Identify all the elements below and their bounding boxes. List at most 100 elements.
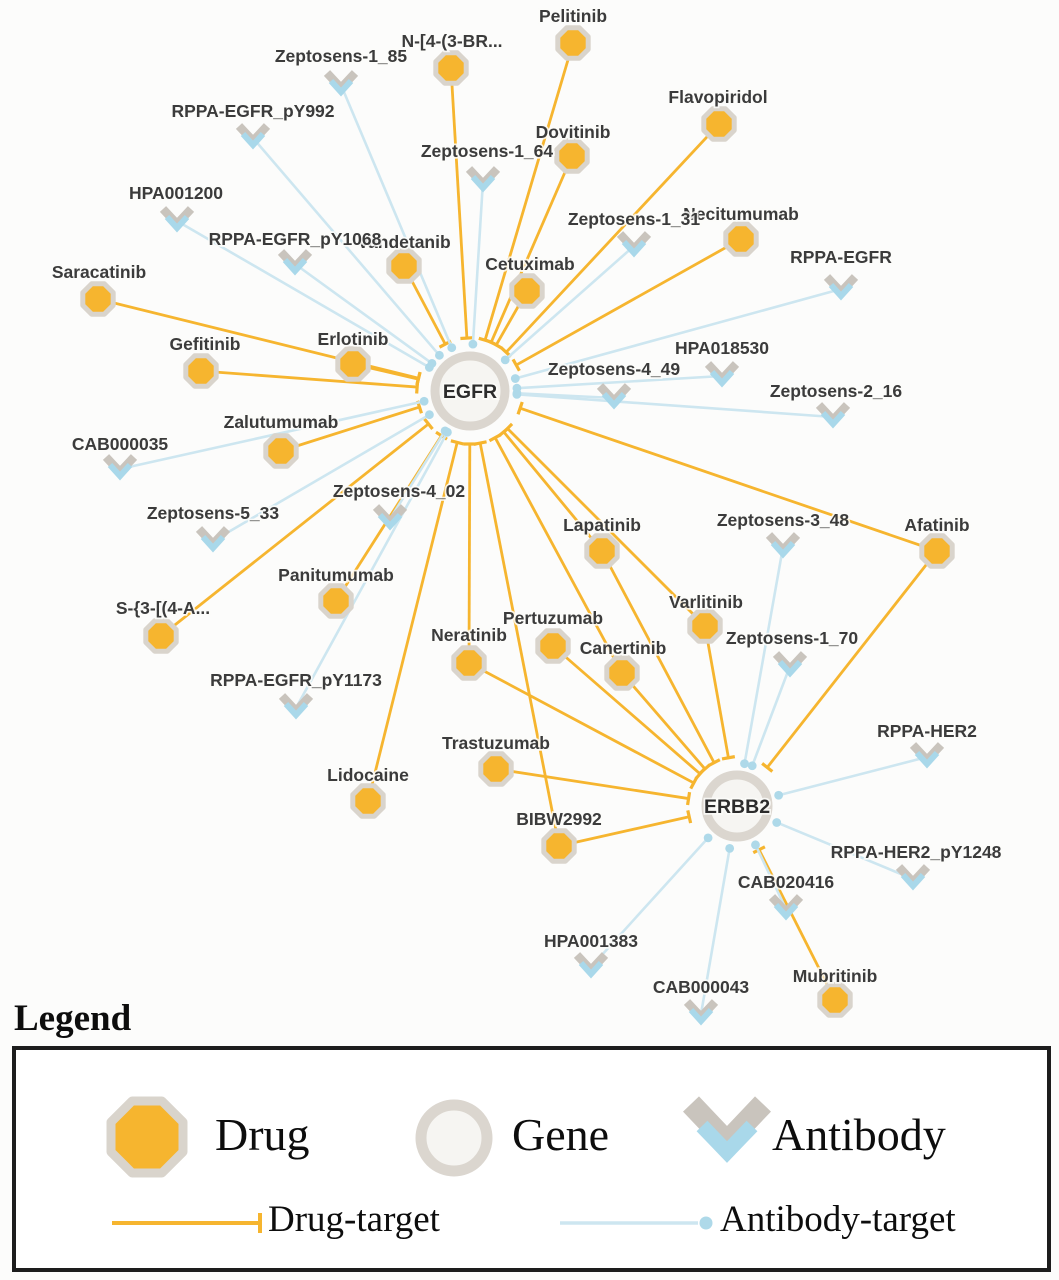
antibody-label-zeptosens_4_49: Zeptosens-4_49 — [548, 359, 681, 379]
drug-target-edge-s3_4a-egfr — [160, 417, 434, 638]
drug-target-tee-marker — [689, 776, 699, 790]
antibody-target-dot-marker — [419, 396, 429, 406]
antibody-target-edge-rppa_egfr_py992-egfr — [252, 137, 444, 360]
drug-node-zalutumumab — [263, 433, 299, 469]
antibody-node-cab000043 — [683, 999, 719, 1026]
antibody-label-zeptosens_3_48: Zeptosens-3_48 — [717, 510, 850, 530]
drug-target-tee-marker — [460, 336, 474, 341]
drug-node-cetuximab — [509, 273, 545, 309]
antibody-target-dot-marker — [435, 350, 444, 360]
antibody-node-zeptosens_4_49 — [596, 383, 632, 410]
antibody-target-dot-marker — [703, 833, 713, 843]
drug-label-trastuzumab: Trastuzumab — [442, 733, 550, 753]
antibody-label-hpa001200: HPA001200 — [129, 183, 223, 203]
antibody-target-dot-marker — [740, 759, 749, 769]
drug-node-afatinib — [919, 533, 955, 569]
drug-node-lidocaine — [350, 783, 386, 819]
drug-target-tee-marker — [686, 810, 693, 824]
antibody-label-rppa_egfr: RPPA-EGFR — [790, 247, 892, 267]
drug-label-s3_4a: S-{3-[(4-A... — [116, 598, 210, 618]
antibody-label-rppa_egfr_py1068: RPPA-EGFR_pY1068 — [209, 229, 382, 249]
drug-node-pertuzumab — [535, 628, 571, 664]
drug-node-erlotinib — [335, 346, 371, 382]
antibody-label-zeptosens_1_31: Zeptosens-1_31 — [568, 209, 701, 229]
drug-label-bibw2992: BIBW2992 — [516, 809, 602, 829]
gene-legend-icon — [415, 1099, 493, 1177]
legend-drug-target-label: Drug-target — [268, 1199, 440, 1240]
drug-target-tee-marker — [707, 758, 721, 768]
drug-target-edge-necitumumab-egfr — [511, 237, 742, 372]
drug-target-edge-lidocaine-egfr — [366, 439, 464, 802]
antibody-node-hpa018530 — [704, 361, 740, 388]
antibody-target-dot-marker — [751, 840, 760, 850]
drug-target-tee-marker — [489, 340, 503, 350]
antibody-target-dot-marker — [468, 339, 478, 349]
drug-node-canertinib — [604, 655, 640, 691]
antibody-target-edge-zeptosens_1_64-egfr — [468, 180, 485, 349]
drug-label-dovitinib: Dovitinib — [536, 122, 611, 142]
drug-target-tee-marker — [721, 755, 736, 761]
gene-node-egfr — [430, 351, 510, 431]
antibody-node-hpa001383 — [573, 952, 609, 979]
antibody-target-dot-marker — [772, 818, 782, 827]
drug-label-lidocaine: Lidocaine — [327, 765, 409, 785]
antibody-label-cab020416: CAB020416 — [738, 872, 835, 892]
antibody-target-dot-marker — [427, 358, 437, 368]
drug-node-gefitinib — [183, 353, 219, 389]
drug-node-dovitinib — [554, 138, 590, 174]
drug-target-edge-canertinib-egfr — [488, 433, 624, 674]
antibody-node-cab020416 — [768, 894, 804, 921]
drug-target-edge-gefitinib-egfr — [200, 369, 420, 394]
legend-title: Legend — [14, 998, 132, 1039]
antibody-node-rppa_her2 — [909, 742, 945, 769]
drug-target-tee-marker — [450, 439, 464, 446]
antibody-node-rppa_her2_py1248 — [895, 864, 931, 891]
drug-target-edge-varlitinib-erbb2 — [703, 625, 736, 761]
drug-label-panitumumab: Panitumumab — [278, 565, 394, 585]
drug-label-erlotinib: Erlotinib — [318, 329, 389, 349]
antibody-label-zeptosens_1_64: Zeptosens-1_64 — [421, 141, 554, 161]
antibody-node-zeptosens_5_33 — [195, 526, 231, 553]
drug-label-zalutumumab: Zalutumumab — [224, 412, 339, 432]
antibody-target-dot-marker — [442, 427, 452, 437]
antibody-label-zeptosens_1_85: Zeptosens-1_85 — [275, 46, 408, 66]
antibody-node-rppa_egfr_py1173 — [278, 693, 314, 720]
drug-legend-icon — [106, 1096, 188, 1178]
drug-node-pelitinib — [555, 25, 591, 61]
drug-label-gefitinib: Gefitinib — [170, 334, 241, 354]
antibody-node-cab000035 — [102, 454, 138, 481]
antibody-label-hpa018530: HPA018530 — [675, 338, 769, 358]
legend-drug-label: Drug — [215, 1109, 310, 1160]
antibody-target-edge-rppa_egfr_py1068-egfr — [294, 262, 437, 368]
drug-node-panitumumab — [318, 583, 354, 619]
antibody-label-cab000035: CAB000035 — [72, 434, 169, 454]
drug-label-necitumumab: Necitumumab — [683, 204, 799, 224]
antibody-node-zeptosens_1_70 — [772, 651, 808, 678]
gene-label-erbb2: ERBB2 — [704, 796, 770, 818]
drug-target-edge-neratinib-erbb2 — [468, 661, 699, 790]
antibody-label-hpa001383: HPA001383 — [544, 931, 638, 951]
drug-node-n4_3br — [433, 50, 469, 86]
antibody-target-edge-rppa_her2_py1248-erbb2 — [772, 818, 914, 881]
drug-target-edge-trastuzumab-erbb2 — [495, 767, 692, 806]
antibody-target-dot-marker — [512, 389, 522, 399]
drug-target-tee-marker — [501, 422, 514, 435]
antibody-label-zeptosens_1_70: Zeptosens-1_70 — [726, 628, 859, 648]
drug-target-tee-marker — [423, 417, 434, 431]
drug-target-edge-varlitinib-egfr — [501, 422, 706, 627]
drug-label-lapatinib: Lapatinib — [563, 515, 641, 535]
drug-node-bibw2992 — [541, 828, 577, 864]
legend-box: Drug Gene Antibody Drug-target Antibody-… — [12, 1046, 1051, 1272]
antibody-target-dot-marker — [774, 790, 784, 800]
drug-node-neratinib — [451, 645, 487, 681]
drug-node-lapatinib — [584, 533, 620, 569]
edges-layer — [97, 42, 939, 1015]
drug-target-tee-marker — [761, 762, 774, 773]
drug-node-vandetanib — [386, 248, 422, 284]
drug-label-vandetanib: Vandetanib — [357, 232, 450, 252]
antibody-label-rppa_egfr_py1173: RPPA-EGFR_pY1173 — [210, 670, 382, 690]
drug-node-flavopiridol — [701, 106, 737, 142]
drug-node-s3_4a — [143, 618, 179, 654]
antibody-target-edge-zeptosens_1_70-erbb2 — [747, 665, 792, 771]
